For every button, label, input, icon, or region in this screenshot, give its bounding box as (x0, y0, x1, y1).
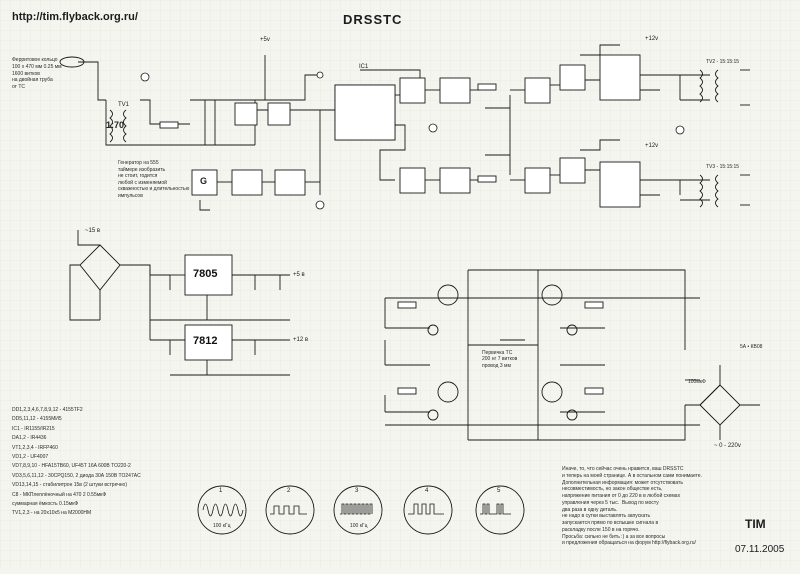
parts-list-item: DD5,11,12 - 4155МИ5 (12, 416, 62, 423)
page-title: DRSSTC (343, 12, 403, 27)
waveform-label-5: 5 (497, 488, 501, 494)
ferrite-note: Ферритовое кольцо 100 х 470 мм 0.25 мм 1… (12, 57, 62, 90)
supply-12v-upper-label: +12v (645, 36, 659, 42)
waveform-label-1: 1 (219, 488, 223, 494)
parts-list-item: VD3,5,6,11,12 - 30CPQ150, 2 диода 30А 15… (12, 472, 141, 479)
site-url[interactable]: http://tim.flyback.org.ru/ (12, 11, 138, 23)
supply-5v-label: +5v (260, 37, 270, 43)
parts-list-item: VT1,2,3,4 - IRFP460 (12, 444, 58, 451)
generator-note: Генератор на 555 таймере изобразить не с… (118, 160, 190, 199)
author-signature: TIM (745, 517, 766, 531)
supply-12v-lower-label: +12v (645, 143, 659, 149)
parts-list-item: DD1,2,3,4,6,7,8,9,12 - 4155TF2 (12, 407, 83, 413)
drawing-date: 07.11.2005 (735, 544, 785, 555)
choke-note: Первичка ТС 200 нг 7 витков провод 3 мм (482, 350, 518, 369)
parts-list-item: VD13,14,15 - стабилитрон 15в (2 штуки вс… (12, 482, 128, 489)
parts-list-item: суммарная ёмкость 0.15мкФ (12, 500, 79, 507)
reg-7812-label: 7812 (193, 335, 218, 347)
parts-list-item: IC1 - IR1155/IR215 (12, 425, 55, 432)
cap-note: 100мкФ (688, 379, 706, 385)
ic1-label: IC1 (359, 64, 369, 70)
parts-list-item: VD7,8,9,10 - HFA15TB60, UF45T 16A 600В T… (12, 463, 131, 470)
parts-list-item: DA1,2 - IR4436 (12, 435, 47, 442)
waveform-freq-3: 100 кГц (350, 523, 368, 529)
rail-220-label: ~ 0 - 220v (714, 443, 741, 449)
tv3-label: TV3 - 15:15:15 (706, 164, 740, 170)
waveform-freq-1: 100 кГц (213, 523, 231, 529)
rail-plus5-label: +5 в (293, 272, 305, 278)
reg-7805-label: 7805 (193, 268, 218, 280)
parts-list-item: TV1,2,3 - на 20х10х5 на М2000НМ (12, 510, 92, 517)
parts-list-item: VD1,2 - UF4007 (12, 453, 49, 460)
parts-list-item: C8 - МКПлеплёночный на 470 2 0.55мкФ (12, 491, 107, 498)
waveform-label-2: 2 (287, 488, 291, 494)
waveform-label-3: 3 (355, 488, 359, 494)
author-note: Иначе, то, что сейчас очень нравится, ва… (562, 466, 702, 547)
bridge-note: 5А • КВ08 (740, 344, 763, 350)
tv1-label: TV1 (118, 102, 130, 108)
tv1-ratio-label: 1:70 (106, 120, 125, 130)
tv2-label: TV2 - 15:15:15 (706, 59, 740, 65)
waveform-label-4: 4 (425, 488, 429, 494)
generator-symbol: G (200, 176, 208, 186)
rail-minus15-label: ~15 в (85, 228, 101, 234)
rail-plus12-label: +12 в (293, 337, 309, 343)
